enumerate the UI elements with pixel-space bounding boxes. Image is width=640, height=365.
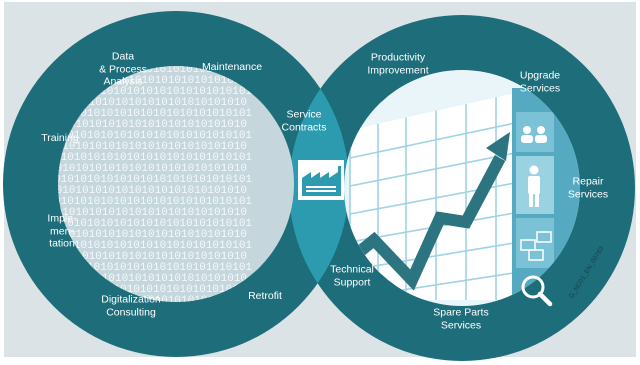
binary-row: 010101010101010101010101010101 xyxy=(54,86,252,98)
binary-row: 101010101010101010101010101010 xyxy=(49,207,247,219)
grid-line-h xyxy=(349,181,521,215)
magnifier-icon xyxy=(521,275,553,307)
label-digitalization-consulting: Digitalization Consulting xyxy=(101,293,161,319)
label-service-contracts: Service Contracts xyxy=(281,108,327,134)
label-spare-parts-services: Spare Parts Services xyxy=(433,306,489,332)
trend-arrow-head xyxy=(486,132,510,161)
binary-row: 010101010101010101010101010101 xyxy=(54,130,252,142)
binary-row: 010101010101010101010101010101 xyxy=(54,262,252,274)
binary-row: 101010101010101010101010101010 xyxy=(49,251,247,263)
label-productivity-improvement: Productivity Improvement xyxy=(367,51,429,77)
grid-line-h xyxy=(349,151,521,187)
binary-row: 101010101010101010101010101010 xyxy=(49,163,247,175)
binary-row: 101010101010101010101010101010 xyxy=(49,229,247,241)
binary-row: 101010101010101010101010101010 xyxy=(49,97,247,109)
binary-row: 101010101010101010101010101010 xyxy=(49,119,247,131)
factory-icon xyxy=(298,160,344,200)
left-inner-circle xyxy=(58,66,294,302)
binary-row: 010101010101010101010101010101 xyxy=(54,174,252,186)
label-retrofit: Retrofit xyxy=(248,289,282,302)
binary-row: 010101010101010101010101010101 xyxy=(54,218,252,230)
label-technical-support: Technical Support xyxy=(330,263,374,289)
label-maintenance: Maintenance xyxy=(201,60,263,73)
label-training: Training xyxy=(41,131,79,144)
monitors-icon xyxy=(520,231,552,261)
binary-row: 010101010101010101010101010101 xyxy=(54,196,252,208)
grid-line-h xyxy=(349,241,521,271)
binary-row: 101010101010101010101010101010 xyxy=(49,295,247,307)
binary-row: 101010101010101010101010101010 xyxy=(49,185,247,197)
grid-wall xyxy=(350,92,520,300)
trend-arrow-icon xyxy=(348,155,506,291)
people-icon xyxy=(521,126,547,143)
binary-row: 010101010101010101010101010101 xyxy=(54,64,252,76)
label-data-process-analysis: Data & Process Analysis xyxy=(99,50,147,88)
binary-row: 010101010101010101010101010101 xyxy=(54,240,252,252)
binary-row: 010101010101010101010101010101 xyxy=(54,108,252,120)
label-implementation: Imple- men- tation xyxy=(47,212,77,250)
binary-row: 010101010101010101010101010101 xyxy=(54,152,252,164)
grid-line-h xyxy=(349,121,521,159)
person-icon xyxy=(528,165,540,207)
binary-pattern: 0101010101010101010101010101011010101010… xyxy=(49,64,252,307)
label-repair-services: Repair Services xyxy=(567,175,609,201)
panel-tile-top xyxy=(516,112,554,152)
label-upgrade-services: Upgrade Services xyxy=(519,69,561,95)
binary-row: 101010101010101010101010101010 xyxy=(49,141,247,153)
